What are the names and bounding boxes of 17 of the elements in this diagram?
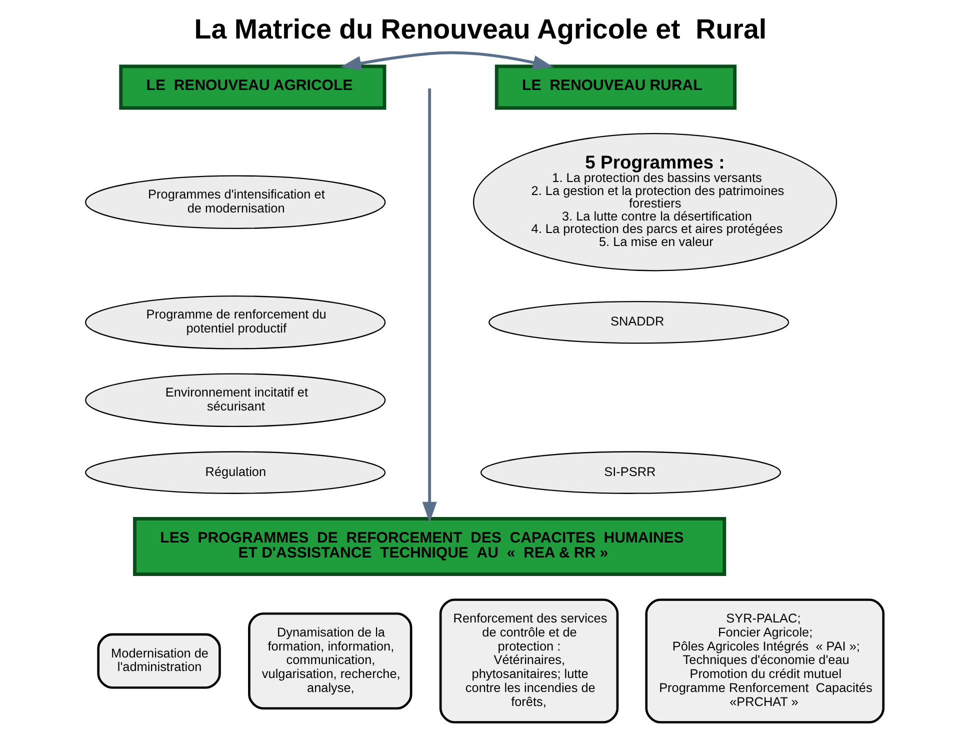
node-box: LE RENOUVEAU RURAL (494, 64, 736, 110)
node-ellipse: 5 Programmes : 1. La protection des bassins versants 2. La gestion et la protection des patrimoines forestiers 3. La lutte contre la désertification 4. La protection des parcs et aires protégées 5. La mise en valeur (472, 132, 837, 272)
node-ellipse: SNADDR (488, 301, 789, 344)
node-box: LE RENOUVEAU AGRICOLE (118, 64, 386, 110)
node-box: LES PROGRAMMES DE REFORCEMENT DES CAPACITES HUMAINES ET D'ASSISTANCE TECHNIQUE AU « REA & RR » (132, 517, 726, 576)
node-ellipse: Régulation (84, 451, 386, 494)
node-box: Renforcement des services de contrôle et de protection : Vétérinaires, phytosanitaires; lutte contre les incendies de forêts, (438, 598, 618, 724)
node-ellipse: SI-PSRR (480, 451, 781, 494)
diagram-title: La Matrice du Renouveau Agricole et Rural (194, 13, 766, 44)
arrow (340, 51, 554, 70)
arrow (422, 88, 436, 523)
node-ellipse: Programme de renforcement du potentiel productif (84, 296, 386, 350)
node-ellipse: Programmes d'intensification et de modernisation (84, 175, 386, 229)
node-box: Dynamisation de la formation, information, communication, vulgarisation, recherche, analyse, (248, 612, 412, 710)
node-ellipse: Environnement incitatif et sécurisant (84, 373, 386, 428)
node-box: SYR-PALAC; Foncier Agricole; Pôles Agricoles Intégrés « PAI »; Techniques d'économie d'eau Promotion du crédit mutuel Programme Renforcement Capacités «PRCHAT » (644, 598, 884, 724)
node-box: Modernisation de l'administration (96, 633, 220, 689)
